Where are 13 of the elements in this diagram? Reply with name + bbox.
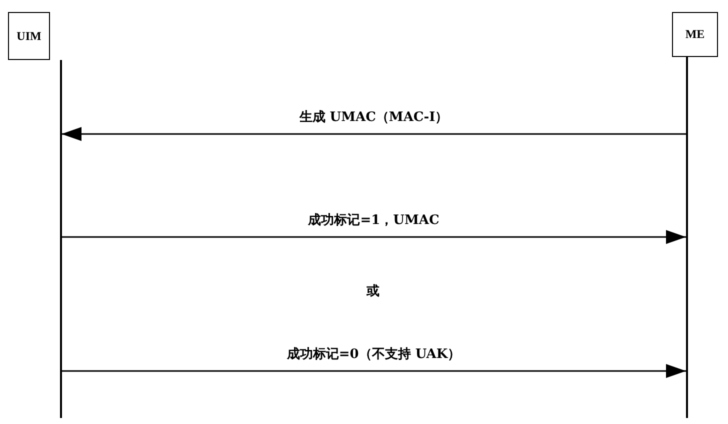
participant-box [672, 12, 718, 57]
message-arrow [62, 364, 686, 378]
participant-label: UIM [16, 28, 42, 44]
edge-label: 成功标记=1，UMAC [308, 213, 440, 229]
message-arrow [62, 127, 686, 141]
participant-box [8, 12, 50, 60]
lifeline [686, 57, 688, 418]
participant-label: ME [685, 27, 705, 42]
edge-label: 生成 UMAC（MAC-I） [299, 110, 448, 126]
message-arrow [62, 230, 686, 244]
edge-label: 成功标记=0（不支持 UAK） [286, 347, 461, 363]
note-text: 或 [366, 284, 380, 300]
lifeline [60, 60, 62, 418]
